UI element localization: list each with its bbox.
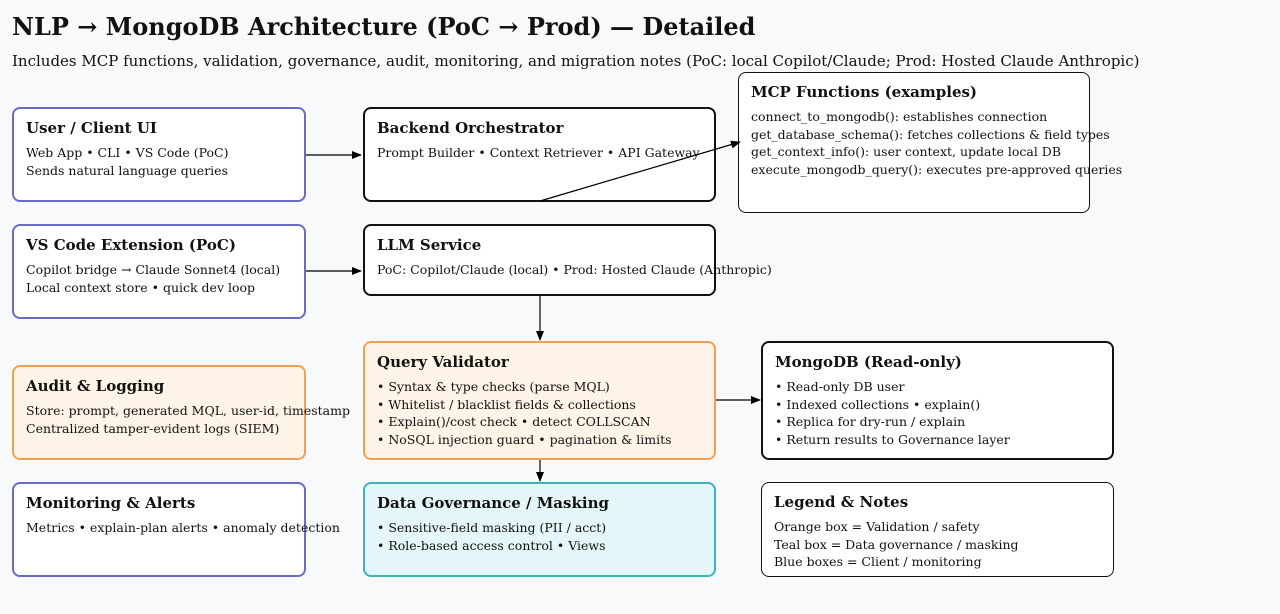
data-governance-box[interactable]: Data Governance / Masking • Sensitive-fi… [363, 482, 716, 577]
box-line: Store: prompt, generated MQL, user-id, t… [26, 403, 350, 418]
box-line: PoC: Copilot/Claude (local) • Prod: Host… [377, 262, 772, 277]
box-line: • Indexed collections • explain() [775, 396, 981, 412]
vscode-extension-box[interactable]: VS Code Extension (PoC) Copilot bridge →… [12, 224, 306, 319]
box-line: • NoSQL injection guard • pagination & l… [377, 431, 672, 447]
box-title: MongoDB (Read-only) [775, 353, 962, 371]
box-line: Prompt Builder • Context Retriever • API… [377, 145, 700, 160]
box-title: Legend & Notes [774, 493, 909, 511]
box-title: Data Governance / Masking [377, 494, 609, 512]
box-line: • Replica for dry-run / explain [775, 414, 966, 429]
legend-notes-box[interactable]: Legend & Notes Orange box = Validation /… [761, 482, 1114, 577]
box-title: LLM Service [377, 236, 482, 254]
box-line: Sends natural language queries [26, 162, 228, 178]
box-line: Copilot bridge → Claude Sonnet4 (local) [26, 262, 281, 277]
box-title: Audit & Logging [26, 377, 165, 395]
mongodb-readonly-box[interactable]: MongoDB (Read-only) • Read-only DB user … [761, 341, 1114, 460]
audit-logging-box[interactable]: Audit & Logging Store: prompt, generated… [12, 365, 350, 460]
box-title: Backend Orchestrator [377, 119, 564, 137]
box-line: execute_mongodb_query(): executes pre-ap… [751, 161, 1123, 177]
user-client-ui-box[interactable]: User / Client UI Web App • CLI • VS Code… [12, 107, 306, 202]
box-line: • Sensitive-field masking (PII / acct) [377, 520, 607, 535]
box-line: Metrics • explain-plan alerts • anomaly … [26, 520, 340, 535]
box-line: • Role-based access control • Views [377, 537, 606, 553]
box-line: • Whitelist / blacklist fields & collect… [377, 396, 636, 412]
box-line: • Syntax & type checks (parse MQL) [377, 379, 610, 394]
box-line: Local context store • quick dev loop [26, 279, 256, 295]
box-line: Centralized tamper-evident logs (SIEM) [26, 420, 280, 436]
box-line: • Return results to Governance layer [775, 431, 1010, 447]
box-line: Blue boxes = Client / monitoring [774, 554, 982, 569]
monitoring-alerts-box[interactable]: Monitoring & Alerts Metrics • explain-pl… [12, 482, 340, 577]
mcp-functions-box[interactable]: MCP Functions (examples) connect_to_mong… [738, 72, 1123, 213]
box-title: VS Code Extension (PoC) [26, 236, 236, 254]
llm-service-box[interactable]: LLM Service PoC: Copilot/Claude (local) … [363, 224, 772, 296]
query-validator-box[interactable]: Query Validator • Syntax & type checks (… [363, 341, 716, 460]
box-title: MCP Functions (examples) [751, 83, 978, 101]
box-line: connect_to_mongodb(): establishes connec… [751, 109, 1048, 124]
box-line: Orange box = Validation / safety [774, 519, 980, 534]
box-title: Monitoring & Alerts [26, 494, 196, 512]
box-line: • Explain()/cost check • detect COLLSCAN [377, 414, 651, 429]
page-subtitle: Includes MCP functions, validation, gove… [12, 52, 1140, 70]
box-line: Web App • CLI • VS Code (PoC) [26, 145, 229, 160]
box-line: Teal box = Data governance / masking [774, 536, 1019, 552]
box-line: get_database_schema(): fetches collectio… [751, 126, 1110, 142]
box-line: get_context_info(): user context, update… [751, 144, 1062, 159]
page-title: NLP → MongoDB Architecture (PoC → Prod) … [12, 12, 756, 41]
backend-orchestrator-box[interactable]: Backend Orchestrator Prompt Builder • Co… [363, 107, 716, 202]
box-line: • Read-only DB user [775, 379, 905, 394]
box-title: Query Validator [377, 353, 509, 371]
box-title: User / Client UI [26, 119, 157, 137]
